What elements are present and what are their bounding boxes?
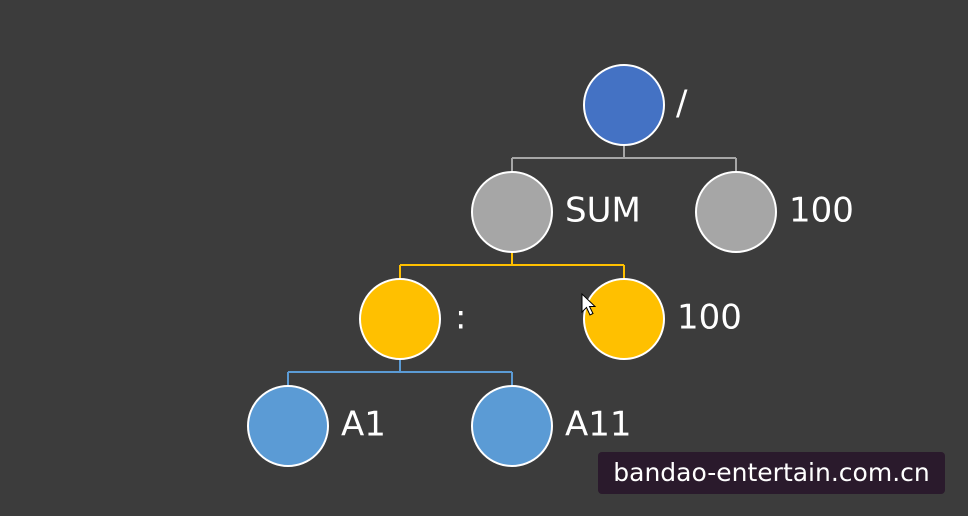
connector-sum-to-level2 xyxy=(399,252,625,280)
tree-node-sum: SUM xyxy=(471,171,641,253)
node-label-a11: A11 xyxy=(565,405,632,445)
node-circle-divisor xyxy=(695,171,777,253)
tree-node-range: : xyxy=(359,278,466,360)
node-circle-sum xyxy=(471,171,553,253)
node-circle-root xyxy=(583,64,665,146)
node-circle-sum-arg-100 xyxy=(583,278,665,360)
tree-node-root: / xyxy=(583,64,688,146)
node-label-sum: SUM xyxy=(565,191,641,231)
node-label-root: / xyxy=(676,84,688,124)
node-label-a1: A1 xyxy=(341,405,386,445)
connector-root-to-level1 xyxy=(511,146,737,172)
node-circle-a11 xyxy=(471,385,553,467)
tree-node-a1: A1 xyxy=(247,385,386,467)
node-label-range: : xyxy=(455,298,466,338)
mouse-cursor-icon xyxy=(581,292,597,316)
tree-node-sum-arg-100: 100 xyxy=(583,278,742,360)
watermark-label: bandao-entertain.com.cn xyxy=(598,452,945,494)
tree-node-divisor: 100 xyxy=(695,171,854,253)
node-label-divisor: 100 xyxy=(789,191,854,231)
node-circle-range xyxy=(359,278,441,360)
tree-node-a11: A11 xyxy=(471,385,632,467)
node-circle-a1 xyxy=(247,385,329,467)
node-label-sum-arg-100: 100 xyxy=(677,298,742,338)
connector-range-to-level3 xyxy=(287,358,513,386)
